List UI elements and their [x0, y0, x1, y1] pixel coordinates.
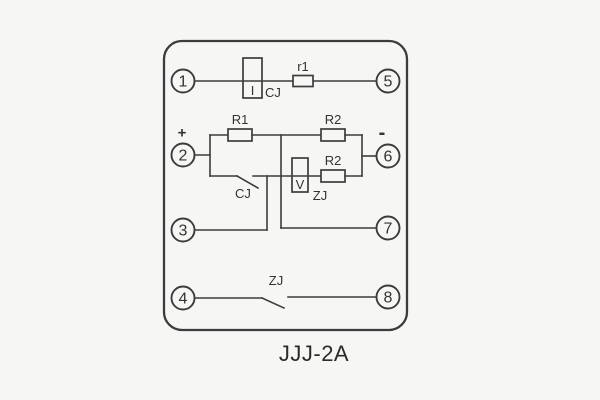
zj-contact-blade	[260, 296, 286, 310]
terminal-5	[375, 68, 401, 94]
terminal-4	[170, 285, 196, 311]
resistor-r1-small-box	[292, 74, 314, 88]
terminal-4-label: 4	[179, 291, 188, 308]
voltage-coil-box	[291, 157, 309, 193]
polarity-plus-label: +	[178, 125, 187, 142]
terminal-1	[170, 68, 196, 94]
resistor-R2-top-label: R2	[325, 112, 342, 127]
resistor-R2-bottom-label: R2	[325, 153, 342, 168]
cj-contact-label: CJ	[235, 186, 251, 201]
terminal-7	[375, 215, 401, 241]
resistor-R2-top-box	[320, 128, 346, 142]
terminal-6-label: 6	[384, 149, 393, 166]
resistor-R2-bottom-box	[320, 169, 346, 183]
current-coil-box	[242, 57, 263, 99]
voltage-coil-name-label: ZJ	[313, 188, 327, 203]
voltage-coil-letter: V	[296, 177, 305, 192]
terminal-2-label: 2	[179, 148, 188, 165]
terminal-1-label: 1	[179, 74, 188, 91]
terminal-6	[375, 143, 401, 169]
terminal-3	[170, 217, 196, 243]
current-coil-letter: I	[251, 83, 255, 98]
terminal-2	[170, 142, 196, 168]
resistor-R1-box	[227, 128, 253, 142]
cj-contact-blade	[235, 174, 260, 190]
terminal-7-label: 7	[384, 221, 393, 238]
current-coil-name-label: CJ	[265, 85, 281, 100]
relay-case-outline	[162, 39, 409, 332]
zj-contact-label: ZJ	[269, 273, 283, 288]
model-title: JJJ-2A	[279, 341, 349, 366]
polarity-minus-label: -	[379, 122, 386, 144]
resistor-r1-small-label: r1	[297, 59, 309, 74]
terminal-5-label: 5	[384, 74, 393, 91]
terminal-8	[375, 284, 401, 310]
terminal-8-label: 8	[384, 290, 393, 307]
terminal-3-label: 3	[179, 223, 188, 240]
resistor-R1-label: R1	[232, 112, 249, 127]
